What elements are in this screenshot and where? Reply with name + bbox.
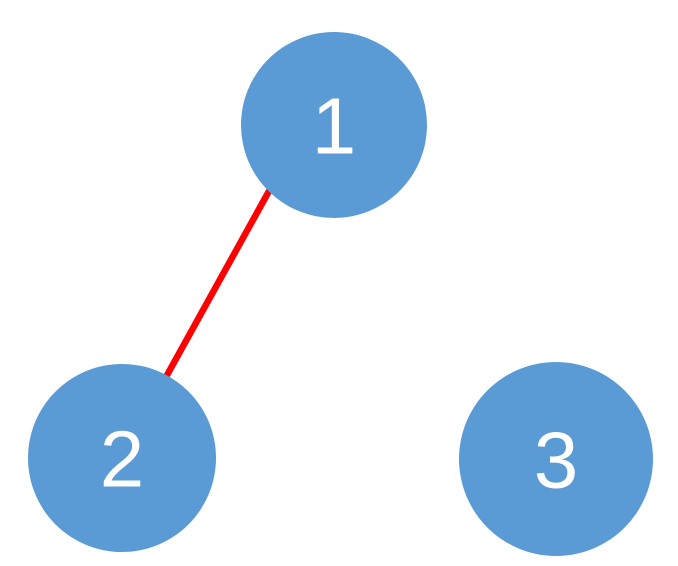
graph-node-3[interactable]: 3 [459, 362, 653, 556]
graph-edge-1-2[interactable] [153, 171, 282, 397]
node-circle-1[interactable] [241, 32, 427, 218]
node-circle-2[interactable] [28, 364, 216, 552]
graph-node-1[interactable]: 1 [241, 32, 427, 218]
graph-node-2[interactable]: 2 [28, 364, 216, 552]
node-circle-3[interactable] [459, 362, 653, 556]
